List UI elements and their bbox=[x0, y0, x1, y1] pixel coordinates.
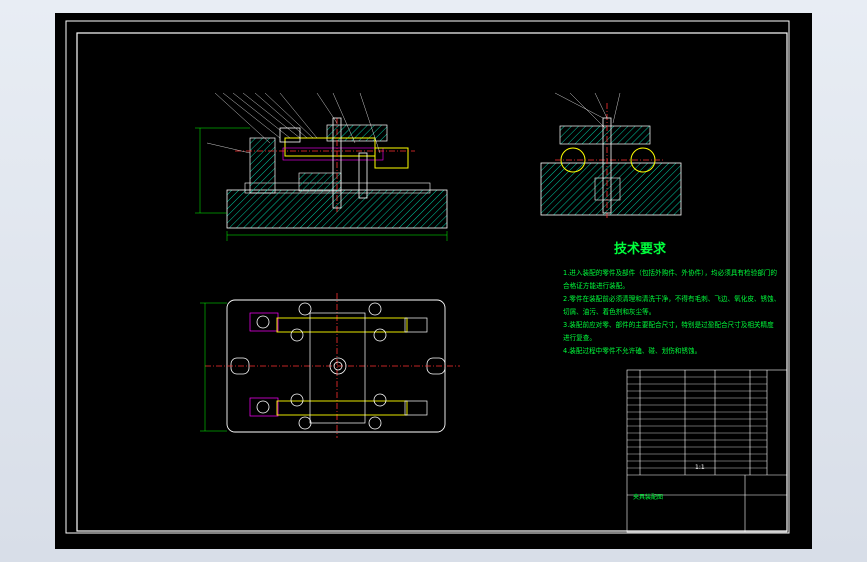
side-view bbox=[540, 92, 682, 218]
technical-requirements: 技术要求 1.进入装配的零件及部件（包括外购件、外协件），均必须具有检验部门的 … bbox=[563, 241, 780, 355]
technical-requirement-line: 3.装配前应对零、部件的主要配合尺寸，特别是过盈配合尺寸及相关精度 bbox=[563, 320, 774, 329]
technical-requirement-line: 1.进入装配的零件及部件（包括外购件、外协件），均必须具有检验部门的 bbox=[563, 268, 777, 277]
top-view bbox=[200, 293, 460, 438]
drawing-title-text: 夹具装配图 bbox=[633, 493, 663, 501]
technical-requirement-line: 切屑、油污、着色剂和灰尘等。 bbox=[563, 307, 655, 316]
title-block bbox=[626, 369, 788, 533]
technical-requirement-line: 4.装配过程中零件不允许磕、碰、划伤和锈蚀。 bbox=[563, 346, 701, 355]
technical-requirement-line: 2.零件在装配前必须清理和清洗干净，不得有毛刺、飞边、氧化皮、锈蚀、 bbox=[563, 294, 780, 303]
scale-text: 1:1 bbox=[695, 464, 705, 471]
inner-frame bbox=[76, 32, 788, 532]
front-view bbox=[195, 92, 448, 241]
technical-requirements-title: 技术要求 bbox=[614, 241, 667, 257]
cad-drawing: 技术要求 1.进入装配的零件及部件（包括外购件、外协件），均必须具有检验部门的 … bbox=[65, 20, 790, 534]
outer-frame bbox=[65, 20, 790, 534]
technical-requirement-line: 进行复查。 bbox=[563, 333, 596, 342]
technical-requirement-line: 合格证方能进行装配。 bbox=[563, 281, 629, 290]
drawing-canvas[interactable]: 技术要求 1.进入装配的零件及部件（包括外购件、外协件），均必须具有检验部门的 … bbox=[55, 13, 812, 549]
title-block-text: 1:1 夹具装配图 bbox=[633, 464, 705, 501]
